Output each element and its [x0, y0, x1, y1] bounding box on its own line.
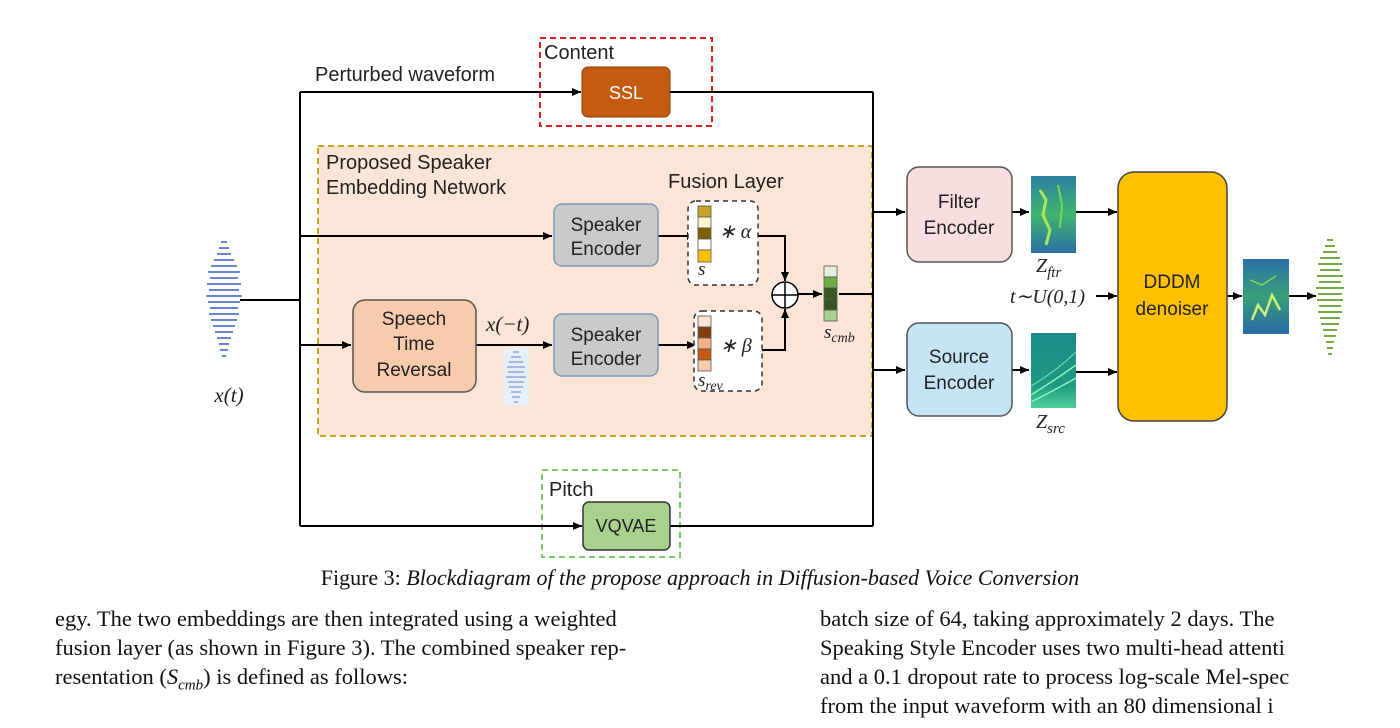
body-right-line4: from the input waveform with an 80 dimen… [820, 693, 1274, 718]
t-distribution-label: t∼U(0,1) [1010, 286, 1085, 308]
vqvae-block [582, 501, 671, 551]
s-cmb-label: scmb [824, 322, 855, 346]
s-rev-label: srev [698, 370, 724, 394]
block-diagram-figure: Proposed Speaker Embedding Network Fusio… [206, 37, 1344, 558]
s-cmb-variable: S [166, 664, 179, 689]
output-waveform-icon [1316, 239, 1344, 355]
connector-lines [240, 88, 1316, 530]
embedding-srev-vector [697, 315, 712, 372]
sum-node [771, 281, 799, 309]
speaker-encoder-top [553, 203, 659, 267]
caption-text: Blockdiagram of the propose approach in … [406, 565, 1080, 590]
speaker-encoder-bottom [553, 313, 659, 377]
str-line3: Reversal [377, 360, 452, 381]
str-line1: Speech [382, 309, 446, 330]
embedding-s-vector [697, 205, 712, 263]
str-line2: Time [393, 334, 435, 355]
body-left-line3: resentation (Scmb) is defined as follows… [55, 664, 409, 694]
body-right-line2: Speaking Style Encoder uses two multi-he… [820, 635, 1285, 660]
input-waveform-icon [206, 241, 242, 357]
source-encoder-block [906, 322, 1013, 417]
pitch-label: Pitch [549, 479, 593, 501]
speech-time-reversal-block [352, 299, 477, 393]
s-cmb-subscript: cmb [831, 331, 854, 346]
x-t-label: x(t) [213, 383, 243, 407]
spectrogram-out [1243, 259, 1289, 334]
content-label: Content [544, 42, 614, 64]
z-src-subscript: src [1047, 421, 1065, 437]
pitch-region [541, 469, 681, 558]
dddm-denoiser-block [1117, 171, 1228, 422]
body-right-line1: batch size of 64, taking approximately 2… [820, 606, 1275, 631]
ssl-label: SSL [609, 83, 643, 103]
filter-encoder-line2: Encoder [924, 218, 995, 239]
caption-prefix: Figure 3: [320, 565, 407, 590]
speaker-encoder-bottom-line1: Speaker [571, 325, 642, 346]
dddm-line2: denoiser [1136, 299, 1210, 320]
embedding-scmb-vector [823, 265, 838, 322]
z-src-label: Zsrc [1036, 411, 1065, 437]
body-left-line2: fusion layer (as shown in Figure 3). The… [55, 635, 627, 660]
reversed-waveform-icon [503, 348, 529, 406]
proposed-network-label-line2: Embedding Network [326, 177, 507, 199]
s-cmb-subscript-text: cmb [178, 677, 204, 694]
filter-encoder-line1: Filter [938, 192, 981, 213]
source-encoder-line2: Encoder [924, 373, 995, 394]
content-region [539, 37, 713, 127]
s-rev-subscript: rev [705, 379, 723, 394]
z-ftr-subscript: ftr [1047, 265, 1061, 281]
x-neg-t-label: x(−t) [485, 312, 529, 336]
body-left-line1: egy. The two embeddings are then integra… [55, 606, 617, 631]
figure-caption: Figure 3: Blockdiagram of the propose ap… [0, 565, 1400, 591]
spectrogram-ftr [1031, 176, 1076, 253]
alpha-term: ∗ α [719, 221, 752, 243]
speaker-encoder-top-line2: Encoder [571, 239, 642, 260]
vqvae-label: VQVAE [596, 516, 657, 536]
body-text-left-column: egy. The two embeddings are then integra… [55, 604, 745, 701]
body-text-right-column: batch size of 64, taking approximately 2… [820, 604, 1400, 720]
fusion-layer-label: Fusion Layer [668, 171, 784, 193]
body-right-line3: and a 0.1 dropout rate to process log-sc… [820, 664, 1290, 689]
beta-term: ∗ β [720, 335, 752, 357]
s-label: s [698, 259, 705, 280]
dddm-line1: DDDM [1144, 272, 1201, 293]
perturbed-waveform-label: Perturbed waveform [315, 64, 495, 86]
speaker-encoder-bottom-line2: Encoder [571, 349, 642, 370]
speaker-encoder-top-line1: Speaker [571, 215, 642, 236]
ssl-block [581, 66, 671, 118]
z-ftr-label: Zftr [1036, 255, 1061, 281]
proposed-network-label-line1: Proposed Speaker [326, 152, 492, 174]
spectrogram-src [1030, 333, 1077, 408]
filter-encoder-block [906, 166, 1013, 263]
source-encoder-line1: Source [929, 347, 989, 368]
